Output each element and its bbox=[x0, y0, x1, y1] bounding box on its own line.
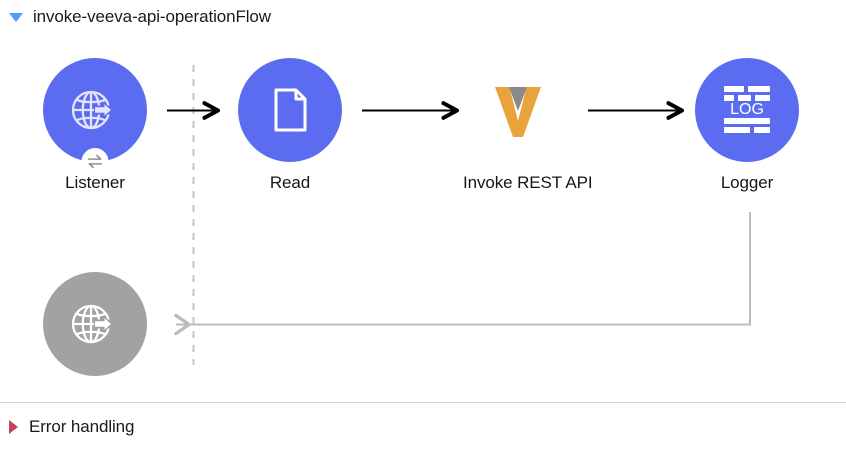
log-icon-text: LOG bbox=[730, 101, 764, 118]
caret-down-icon[interactable] bbox=[9, 12, 23, 22]
log-icon: LOG bbox=[724, 86, 770, 133]
node-error-source-circle[interactable] bbox=[43, 272, 147, 376]
veeva-logo-icon bbox=[495, 87, 541, 137]
node-listener-label: Listener bbox=[65, 173, 125, 192]
flow-canvas[interactable]: Listener Read Invoke REST API bbox=[0, 34, 846, 402]
two-way-arrow-badge-icon bbox=[81, 148, 109, 175]
flow-title: invoke-veeva-api-operationFlow bbox=[33, 7, 271, 26]
node-invoke-rest-api-label: Invoke REST API bbox=[463, 173, 593, 192]
connector-layer bbox=[167, 65, 751, 365]
node-listener-circle[interactable] bbox=[43, 58, 147, 175]
node-invoke-rest-api-graphic[interactable] bbox=[466, 58, 570, 162]
error-handling-section[interactable]: Error handling bbox=[0, 402, 846, 450]
node-error-source[interactable] bbox=[40, 272, 150, 376]
node-read-circle[interactable] bbox=[238, 58, 342, 162]
connector-logger-to-error-source bbox=[174, 212, 751, 336]
node-listener[interactable]: Listener bbox=[40, 58, 150, 193]
globe-arrow-icon bbox=[71, 90, 111, 130]
node-logger-circle[interactable]: LOG bbox=[695, 58, 799, 162]
caret-right-icon[interactable] bbox=[9, 419, 18, 434]
flow-header[interactable]: invoke-veeva-api-operationFlow bbox=[0, 0, 846, 34]
node-logger-label: Logger bbox=[720, 173, 774, 192]
node-logger[interactable]: LOG Logger bbox=[692, 58, 802, 193]
document-icon bbox=[274, 88, 307, 132]
node-read-label: Read bbox=[269, 173, 311, 192]
node-invoke-rest-api[interactable]: Invoke REST API bbox=[463, 58, 593, 193]
error-handling-label: Error handling bbox=[29, 416, 135, 436]
node-read[interactable]: Read bbox=[235, 58, 345, 193]
globe-arrow-icon bbox=[71, 304, 111, 344]
